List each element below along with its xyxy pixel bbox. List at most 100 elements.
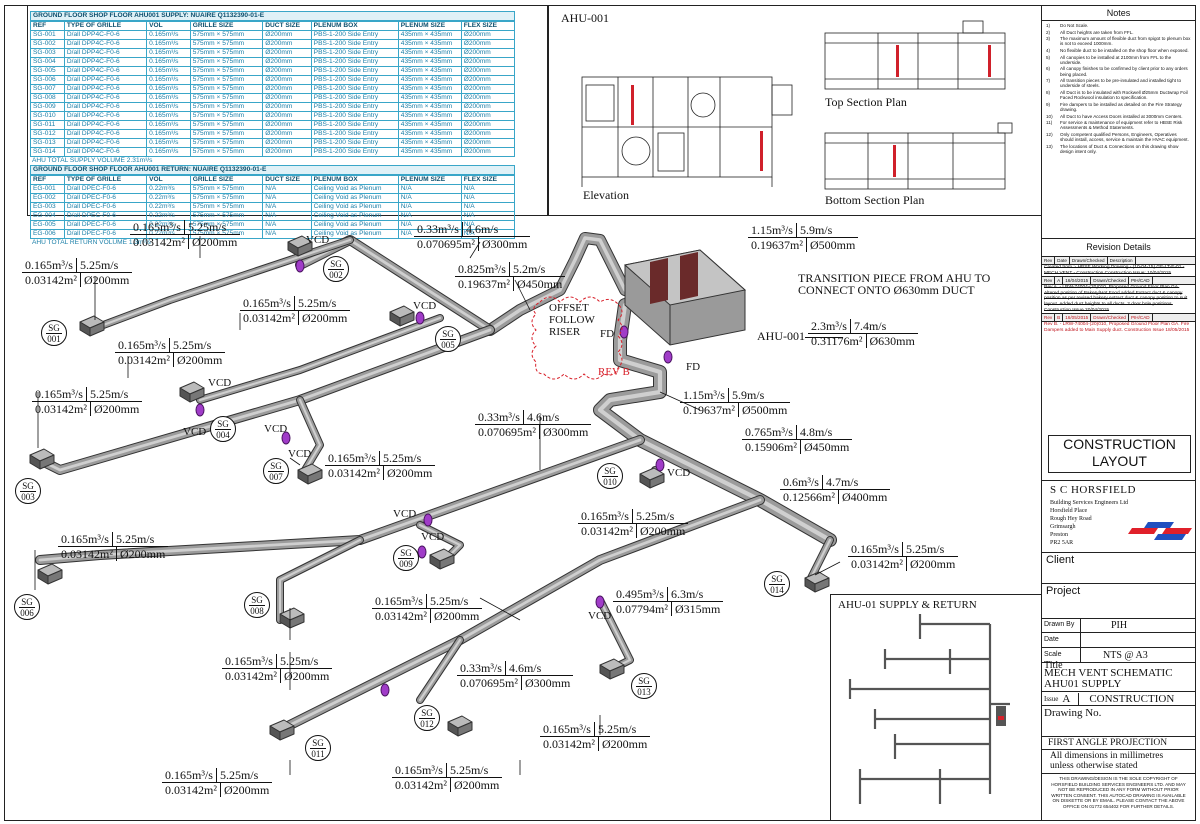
note-number: 10) — [1046, 113, 1053, 119]
flow-area: 0.07794m² — [613, 602, 672, 616]
scale-value: NTS @ A3 — [1103, 649, 1148, 661]
fd-label: FD — [600, 328, 615, 340]
flow-volume: 0.165m³/s — [162, 768, 217, 782]
flow-volume: 0.165m³/s — [130, 220, 185, 234]
note-number: 7) — [1046, 78, 1051, 84]
grille-plenum-box — [279, 607, 305, 629]
rev-header-cell: B — [1055, 314, 1064, 322]
flow-velocity: 4.6m/s — [508, 661, 542, 675]
branch-duct — [198, 316, 442, 402]
grille-tag-number: 003 — [21, 492, 35, 502]
flow-volume: 0.765m³/s — [742, 425, 797, 439]
flow-volume: 0.165m³/s — [372, 594, 427, 608]
flow-diameter: Ø400mm — [841, 490, 888, 504]
grille-tag-number: 014 — [770, 585, 784, 595]
supply-total: AHU TOTAL SUPPLY VOLUME 2.31m³/s — [32, 157, 153, 164]
grille-schedule: GROUND FLOOR SHOP FLOOR AHU001 SUPPLY: N… — [30, 11, 516, 247]
grille-tag-number: 010 — [603, 477, 617, 487]
rev-header-cell: Rev — [1042, 314, 1056, 322]
note-text: Fire dampers to be installed as detailed… — [1060, 101, 1182, 112]
flow-diameter: Ø200mm — [453, 778, 500, 792]
grille-tag-prefix: SG — [769, 574, 785, 585]
flow-diameter: Ø630mm — [869, 334, 915, 348]
grille-plenum-box — [37, 563, 63, 585]
copyright-note: THIS DRAWING/DESIGN IS THE SOLE COPYRIGH… — [1051, 776, 1186, 809]
revision-title: Revision Details — [1086, 242, 1151, 252]
ahu-bottom-section — [824, 132, 1006, 190]
offset-riser-note: OFFSET FOLLOW RISER — [549, 302, 595, 338]
flow-velocity: 5.25m/s — [297, 296, 337, 310]
grille-plenum-box — [639, 467, 665, 489]
note-item: 12)Only competent qualified Persons, Eng… — [1046, 132, 1191, 142]
note-number: 5) — [1046, 54, 1051, 60]
note-item: 3)The maximum amount of flexible duct fr… — [1046, 36, 1191, 46]
note-text: All transition pieces to be pre-insulate… — [1060, 78, 1182, 89]
rev-header-cell: 16/04/2015 — [1063, 277, 1092, 285]
note-number: 3) — [1046, 36, 1051, 42]
rev-header-cell: Drawn/Checked — [1091, 314, 1129, 322]
grille-tag-prefix: SG — [249, 595, 265, 606]
damper-marker — [195, 403, 205, 417]
company-name: S C HORSFIELD — [1050, 484, 1136, 496]
branch-duct — [278, 498, 762, 732]
damper-marker — [595, 595, 605, 609]
note-item: 7) All transition pieces to be pre-insula… — [1046, 78, 1191, 88]
flow-velocity: 5.25m/s — [449, 763, 489, 777]
flow-area: 0.03142m² — [58, 547, 117, 561]
note-number: 13) — [1046, 143, 1053, 149]
schedule-cell: D/all DPP4C-F0-6 — [63, 147, 148, 157]
title-label: Title — [1044, 660, 1063, 671]
damper-marker — [295, 259, 305, 273]
ahu-unit — [623, 249, 747, 346]
grille-tag-number: 007 — [269, 472, 283, 482]
grille-plenum-box — [179, 381, 205, 403]
note-item: 8)All Duct is to be insulated with Rockw… — [1046, 90, 1191, 100]
flow-diameter: Ø450mm — [803, 440, 850, 454]
grille-tag-number: 008 — [250, 606, 264, 616]
branch-duct — [298, 398, 322, 472]
flow-diameter: Ø300mm — [524, 676, 571, 690]
drawing-no-label: Drawing No. — [1044, 707, 1102, 719]
note-item: 1)Do Not Scale. — [1046, 23, 1191, 28]
construction-layout: CONSTRUCTION LAYOUT — [1048, 435, 1191, 473]
flow-velocity: 5.25m/s — [115, 532, 155, 546]
schedule-cell: N/A — [262, 229, 312, 239]
vcd-label: VCD — [421, 531, 445, 543]
flow-velocity: 5.25m/s — [172, 338, 212, 352]
note-item: 9)Fire dampers to be installed as detail… — [1046, 102, 1191, 112]
notes-title: Notes — [1042, 6, 1195, 21]
flow-area: 0.070695m² — [475, 425, 540, 439]
note-number: 2) — [1046, 29, 1051, 35]
ahu-label: AHU-001 — [757, 329, 805, 343]
flow-diameter: Ø450mm — [516, 277, 563, 291]
damper-marker — [417, 545, 427, 559]
flow-volume: 0.33m³/s — [457, 661, 506, 675]
vcd-label: VCD — [288, 448, 312, 460]
damper-marker — [281, 431, 291, 445]
supply-schedule-title: GROUND FLOOR SHOP FLOOR AHU001 SUPPLY: N… — [30, 11, 515, 21]
flow-diameter: Ø200mm — [191, 235, 238, 249]
vcd-label: VCD — [183, 426, 207, 438]
ahu-top-section — [824, 32, 1006, 90]
flow-velocity: 5.25m/s — [429, 594, 469, 608]
flow-area: 0.03142m² — [115, 353, 174, 367]
grille-tag-prefix: SG — [440, 329, 456, 340]
flow-velocity: 7.4m/s — [853, 319, 887, 333]
